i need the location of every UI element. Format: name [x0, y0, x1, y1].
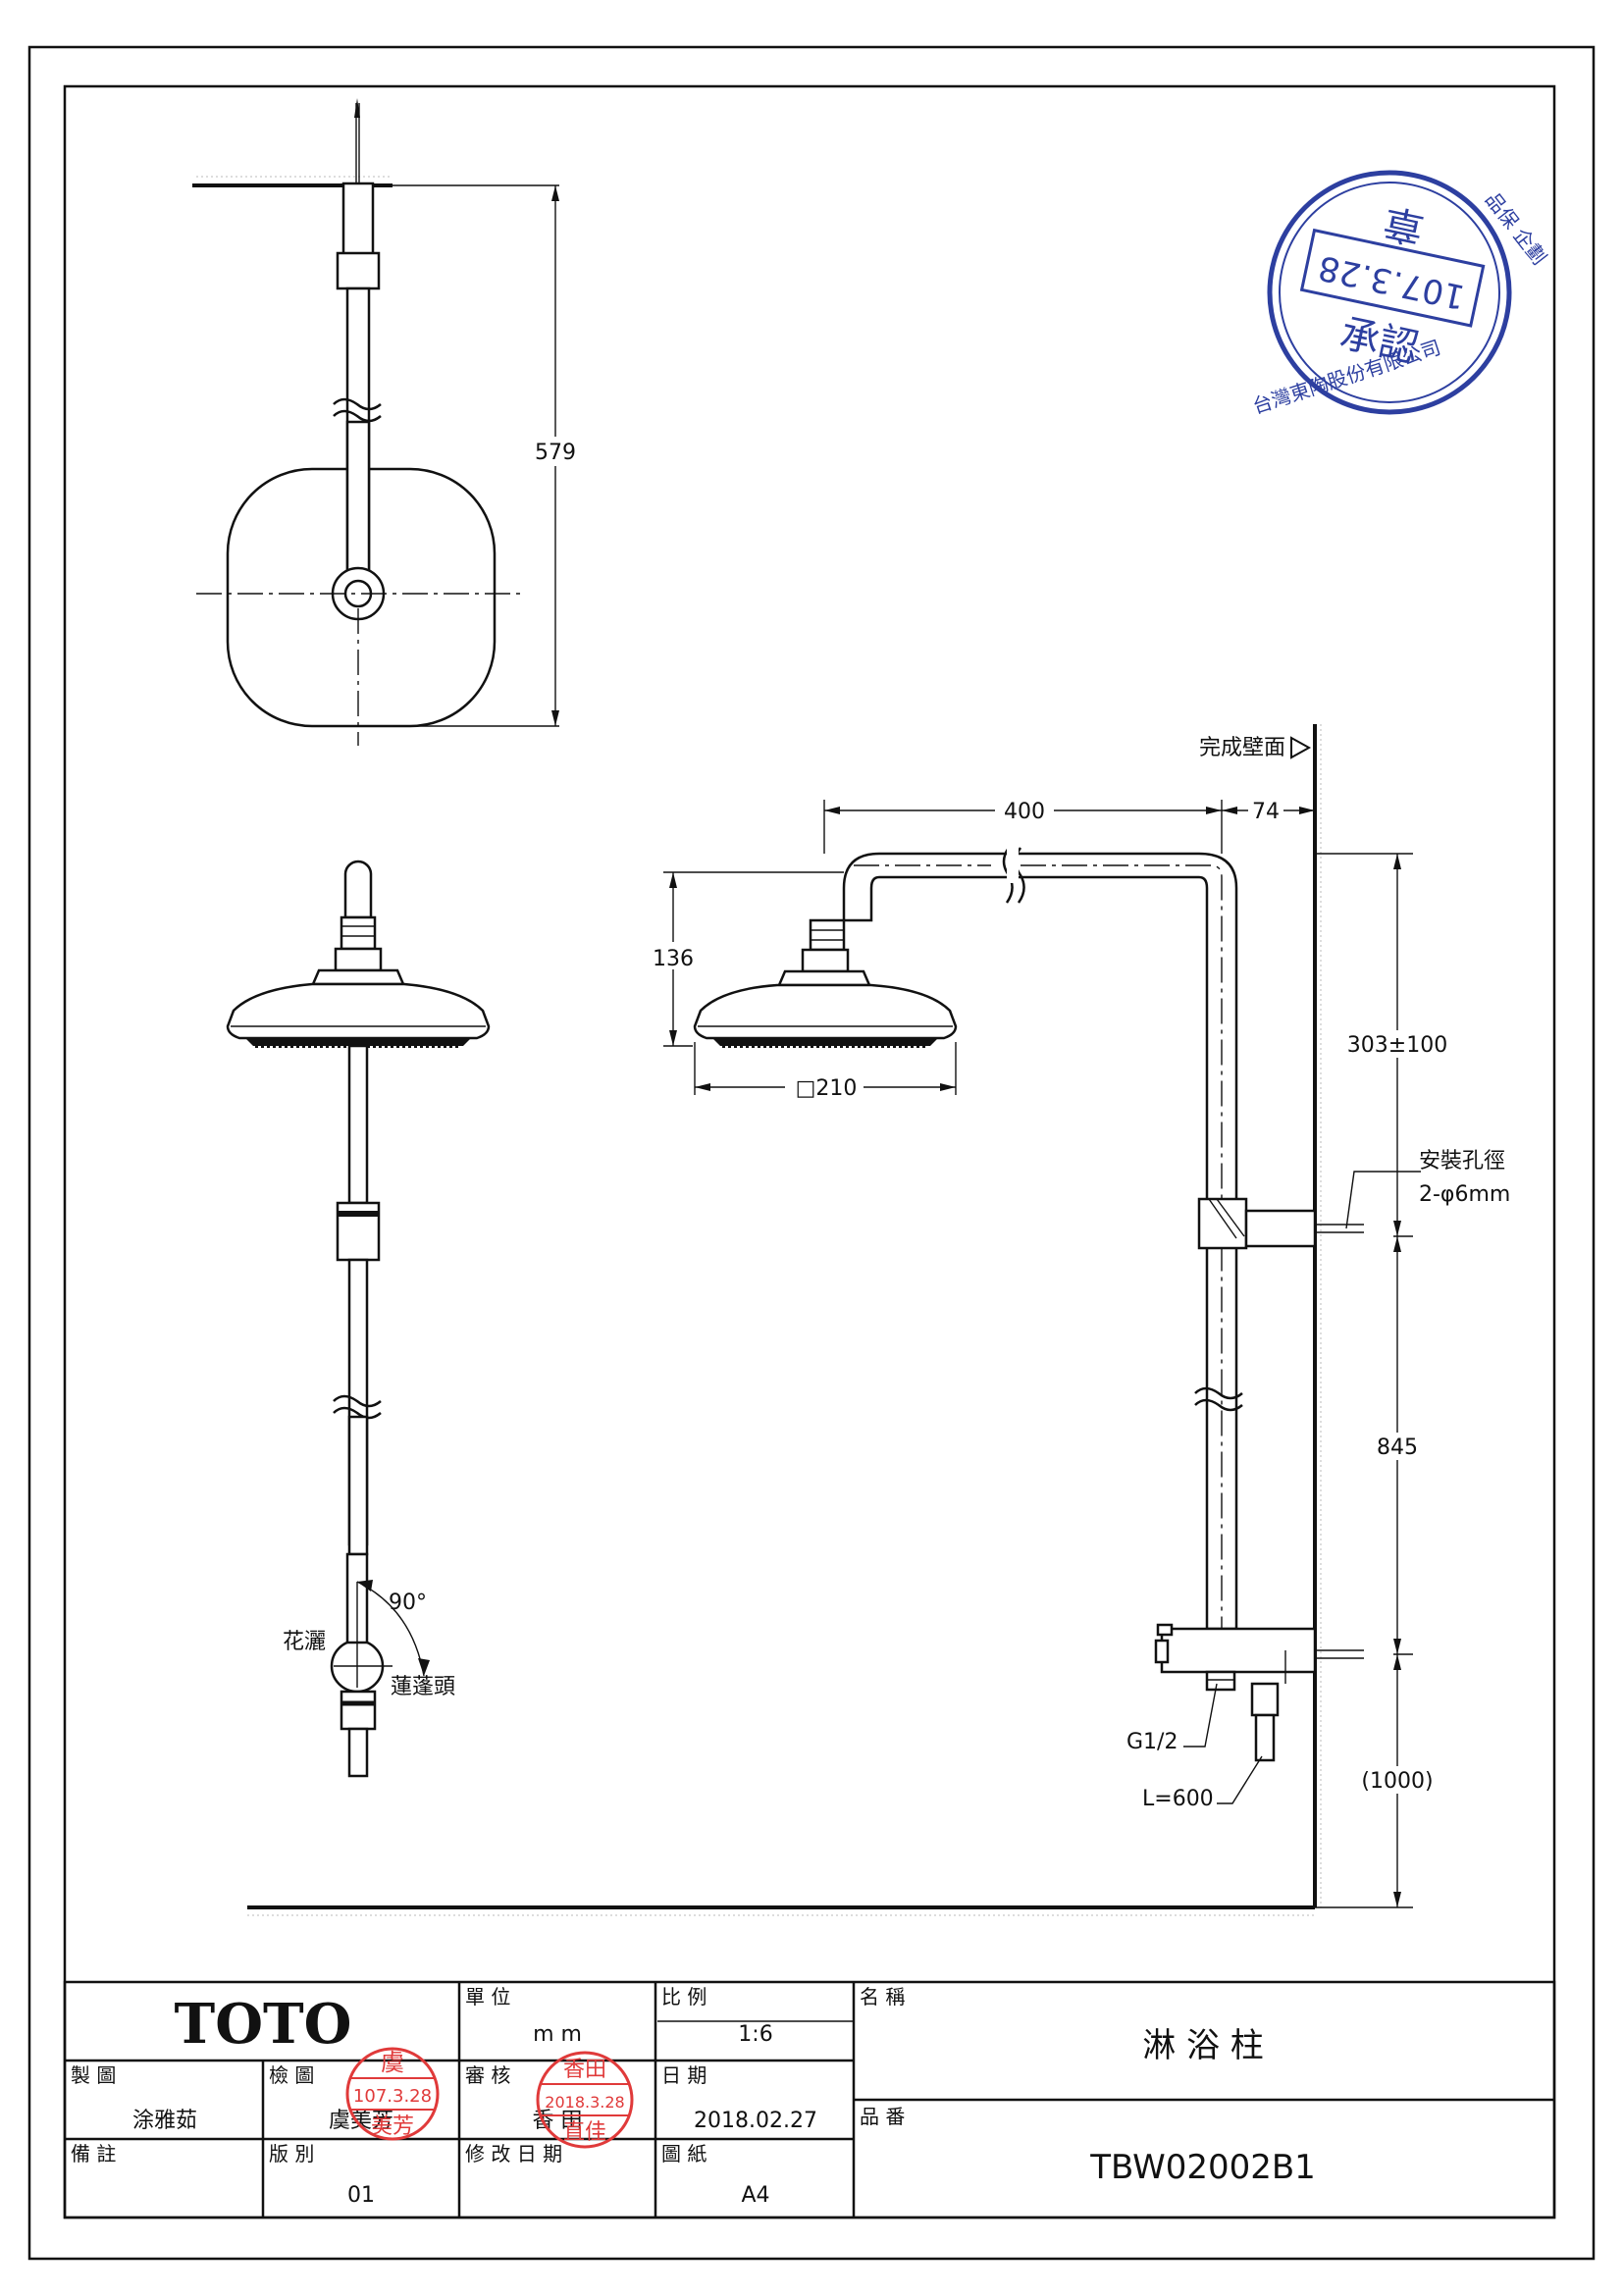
checked-seal-sub: 美芳 [371, 2114, 414, 2139]
name-value: 淋 浴 柱 [1142, 2026, 1264, 2065]
remarks-label: 備 註 [71, 2142, 116, 2166]
side-view: 400 74 完成壁面 136 □210 303±100 [247, 724, 1510, 1916]
dim-210: □210 [796, 1076, 858, 1101]
dim-845: 845 [1377, 1435, 1418, 1460]
reviewed-label: 審 核 [465, 2063, 510, 2087]
reviewed-seal-name: 香田 [563, 2058, 606, 2082]
drawn-label: 製 圖 [71, 2063, 116, 2087]
paper-value: A4 [741, 2183, 769, 2208]
paper-label: 圖 紙 [661, 2142, 707, 2166]
hole-spec: 2-φ6mm [1419, 1182, 1510, 1207]
dim-1000: (1000) [1361, 1769, 1433, 1794]
toto-logo: TOTO [175, 1992, 352, 2057]
dim-90: 90° [389, 1591, 427, 1615]
thread-label: G1/2 [1126, 1730, 1178, 1754]
checked-label: 檢 圖 [269, 2063, 314, 2087]
hole-label: 安裝孔徑 [1419, 1149, 1505, 1174]
reviewed-seal: 香田 2018.3.28 直佳 [536, 2051, 634, 2149]
outer-border [27, 45, 1596, 2261]
inner-border [63, 84, 1556, 2219]
shower-label: 花灑 [283, 1630, 326, 1654]
drawn-value: 涂雅茹 [132, 2109, 197, 2133]
hose-label: L=600 [1142, 1787, 1214, 1811]
unit-value: m m [533, 2022, 582, 2047]
wall-label: 完成壁面 [1199, 736, 1285, 760]
dim-303: 303±100 [1347, 1033, 1447, 1058]
unit-label: 單 位 [465, 1985, 510, 2009]
revdate-label: 修 改 日 期 [465, 2142, 562, 2166]
date-value: 2018.02.27 [694, 2109, 817, 2133]
dim-74: 74 [1252, 800, 1280, 824]
dim-579: 579 [535, 441, 576, 465]
front-view: 90° 花灑 蓮蓬頭 [226, 860, 491, 1778]
version-label: 版 別 [269, 2142, 314, 2166]
head-label: 蓮蓬頭 [391, 1675, 455, 1699]
dim-400: 400 [1004, 800, 1045, 824]
reviewed-seal-sub: 直佳 [563, 2120, 606, 2145]
checked-seal: 虞 107.3.28 美芳 [345, 2047, 440, 2141]
top-view: 579 [192, 98, 581, 746]
checked-seal-name: 虞 [381, 2049, 404, 2076]
version-value: 01 [347, 2183, 375, 2208]
title-block: TOTO 單 位 m m 比 例 1:6 名 稱 淋 浴 柱 製 圖 涂雅茹 檢… [63, 1980, 1556, 2219]
scale-label: 比 例 [661, 1985, 707, 2009]
name-label: 名 稱 [860, 1985, 905, 2009]
part-label: 品 番 [860, 2105, 905, 2128]
part-value: TBW02002B1 [1089, 2148, 1316, 2187]
date-label: 日 期 [661, 2063, 707, 2087]
stamp-word-seal: 章 [1380, 198, 1428, 250]
checked-value: 虞美芳 [329, 2109, 393, 2133]
approval-stamp: 107.3.28 承認 章 台灣東陶股份有限公司 品保 企劃 [1249, 170, 1551, 418]
checked-seal-date: 107.3.28 [353, 2086, 432, 2107]
dim-136: 136 [653, 947, 694, 971]
scale-value: 1:6 [738, 2022, 772, 2047]
reviewed-seal-date: 2018.3.28 [545, 2093, 624, 2112]
